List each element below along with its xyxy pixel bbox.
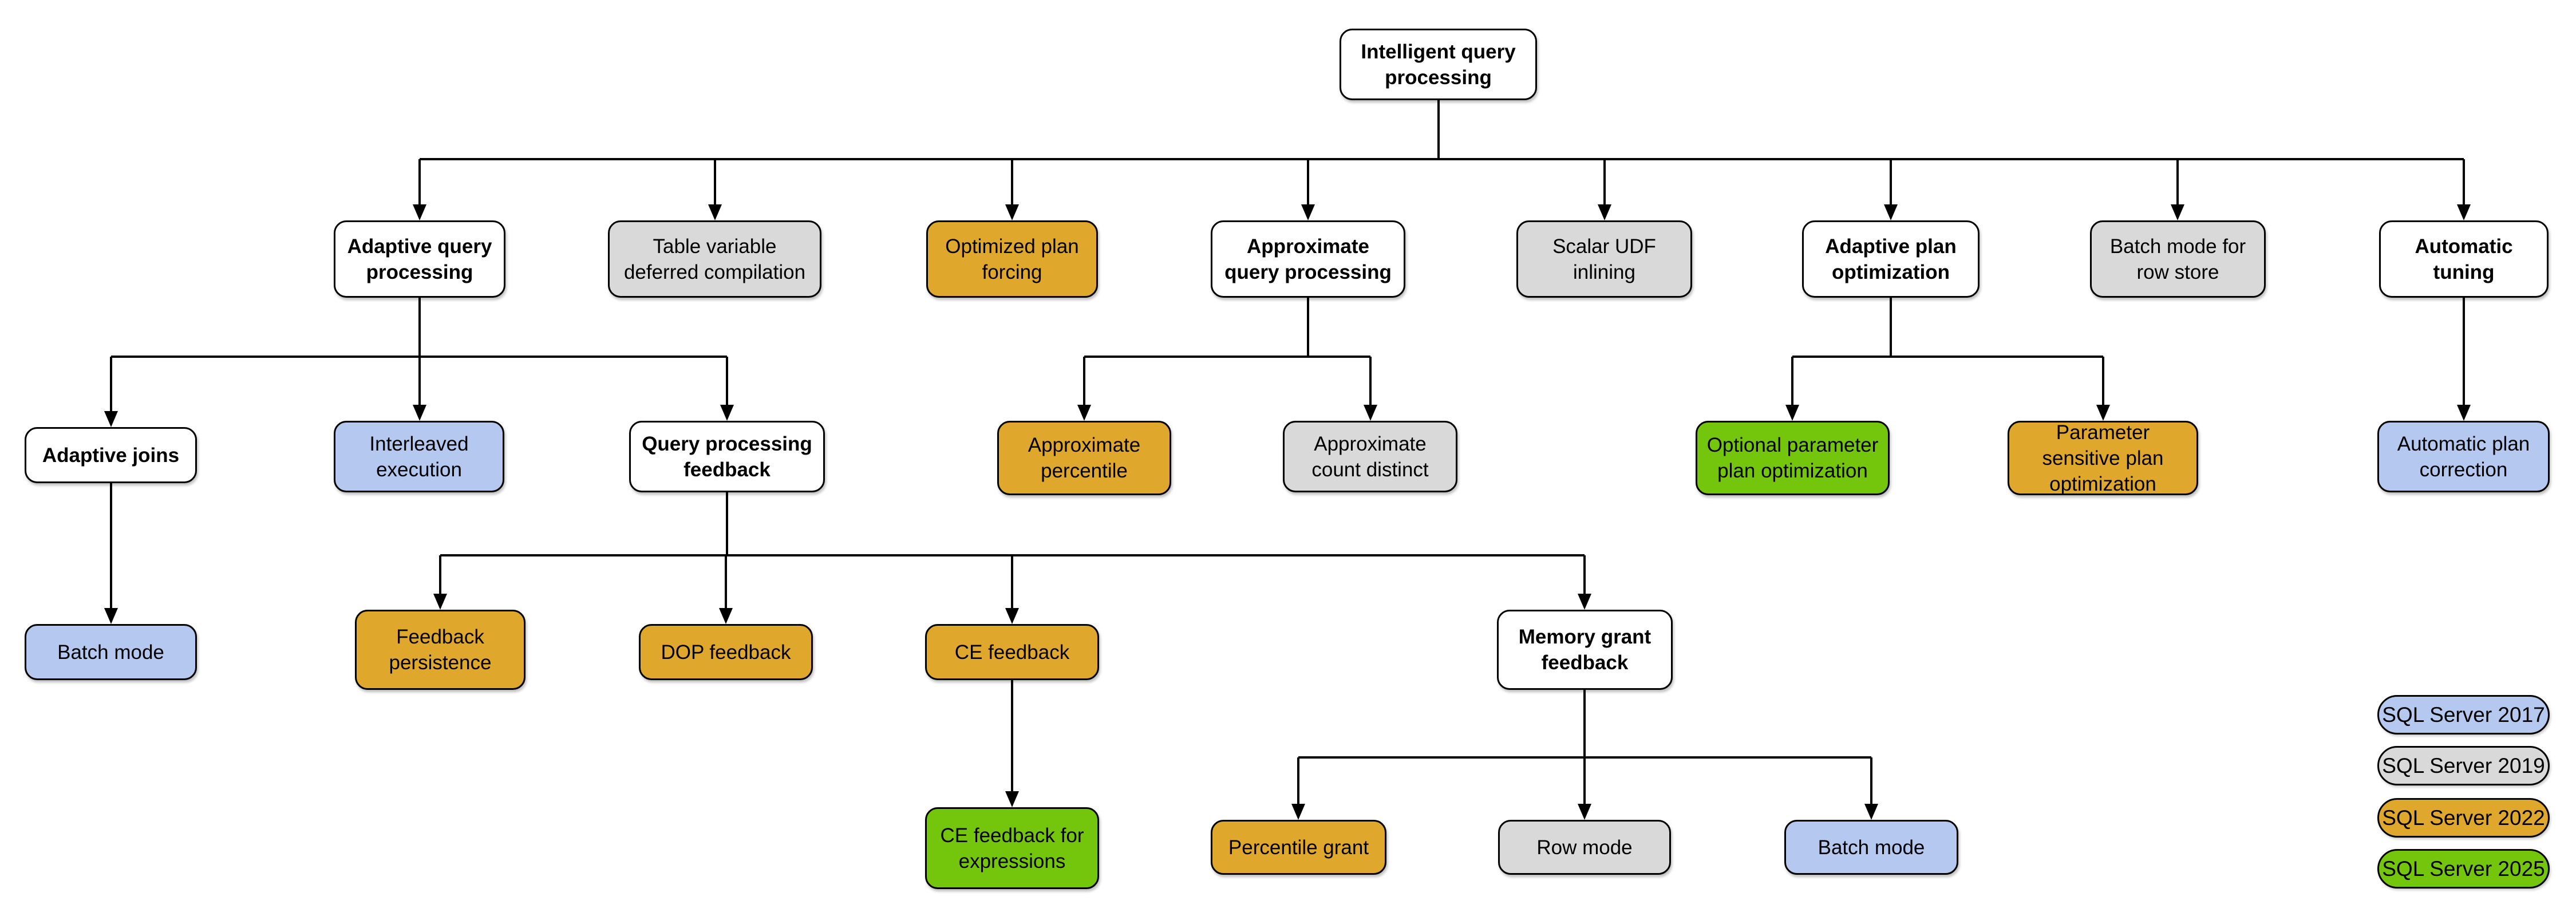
node-ce-feedback-for-expressions: CE feedback for expressions bbox=[925, 807, 1099, 889]
node-label: Batch mode bbox=[57, 641, 164, 664]
node-intelligent-query-processing: Intelligent query processing bbox=[1340, 29, 1537, 100]
node-automatic-tuning: Automatic tuning bbox=[2379, 220, 2549, 298]
arrowhead bbox=[104, 411, 118, 427]
node-label: Memory grant feedback bbox=[1518, 626, 1652, 674]
node-batch-mode-memory-grant: Batch mode bbox=[1784, 820, 1958, 875]
node-label: Adaptive query processing bbox=[347, 235, 492, 283]
node-adaptive-joins: Adaptive joins bbox=[25, 427, 197, 483]
node-percentile-grant: Percentile grant bbox=[1211, 820, 1386, 875]
arrowhead bbox=[1005, 791, 1019, 807]
node-label: Approximate percentile bbox=[1028, 434, 1141, 482]
node-adaptive-plan-optimization: Adaptive plan optimization bbox=[1802, 220, 1980, 298]
node-label: Scalar UDF inlining bbox=[1552, 235, 1656, 283]
node-label: Table variable deferred compilation bbox=[623, 235, 806, 283]
legend-label: SQL Server 2017 bbox=[2382, 702, 2545, 727]
arrowhead bbox=[1884, 204, 1898, 220]
node-scalar-udf-inlining: Scalar UDF inlining bbox=[1516, 220, 1692, 298]
node-label: Percentile grant bbox=[1228, 836, 1369, 859]
node-table-variable-deferred-compilation: Table variable deferred compilation bbox=[608, 220, 821, 298]
legend-sql-server-2019: SQL Server 2019 bbox=[2377, 746, 2550, 785]
arrowhead bbox=[1578, 594, 1591, 610]
node-interleaved-execution: Interleaved execution bbox=[334, 421, 504, 492]
node-ce-feedback: CE feedback bbox=[925, 624, 1099, 680]
node-adaptive-query-processing: Adaptive query processing bbox=[334, 220, 505, 298]
arrowhead bbox=[413, 405, 426, 421]
node-approximate-query-processing: Approximate query processing bbox=[1211, 220, 1405, 298]
arrowhead bbox=[1077, 405, 1091, 421]
arrowhead bbox=[2457, 204, 2471, 220]
node-label: Intelligent query processing bbox=[1361, 40, 1516, 89]
node-label: Adaptive joins bbox=[42, 444, 180, 467]
node-label: Row mode bbox=[1536, 836, 1633, 859]
arrowhead bbox=[1598, 204, 1611, 220]
node-row-mode: Row mode bbox=[1498, 820, 1671, 875]
arrowhead bbox=[413, 204, 426, 220]
node-batch-mode-for-row-store: Batch mode for row store bbox=[2090, 220, 2266, 298]
arrowhead bbox=[1785, 405, 1799, 421]
arrowhead bbox=[1291, 804, 1305, 820]
arrowhead bbox=[1301, 204, 1315, 220]
node-label: Approximate count distinct bbox=[1311, 432, 1429, 481]
legend-label: SQL Server 2019 bbox=[2382, 753, 2545, 777]
node-parameter-sensitive-plan-optimization: Parameter sensitive plan optimization bbox=[2008, 421, 2198, 495]
arrowhead bbox=[2457, 405, 2471, 421]
node-memory-grant-feedback: Memory grant feedback bbox=[1497, 610, 1673, 690]
node-label: Approximate query processing bbox=[1224, 235, 1392, 283]
node-approximate-percentile: Approximate percentile bbox=[997, 421, 1171, 495]
arrowhead bbox=[1364, 405, 1377, 421]
legend-sql-server-2025: SQL Server 2025 bbox=[2377, 849, 2550, 889]
node-feedback-persistence: Feedback persistence bbox=[355, 610, 526, 690]
node-optional-parameter-plan-optimization: Optional parameter plan optimization bbox=[1696, 421, 1890, 495]
legend-label: SQL Server 2025 bbox=[2382, 856, 2545, 881]
legend-sql-server-2022: SQL Server 2022 bbox=[2377, 798, 2550, 838]
arrowhead bbox=[720, 405, 734, 421]
arrowhead bbox=[104, 608, 118, 624]
node-label: Optimized plan forcing bbox=[945, 235, 1079, 283]
node-label: Optional parameter plan optimization bbox=[1706, 434, 1879, 482]
arrowhead bbox=[708, 204, 722, 220]
node-label: CE feedback bbox=[954, 641, 1070, 664]
arrowhead bbox=[719, 608, 733, 624]
node-query-processing-feedback: Query processing feedback bbox=[629, 421, 825, 492]
node-approximate-count-distinct: Approximate count distinct bbox=[1283, 421, 1457, 492]
node-dop-feedback: DOP feedback bbox=[639, 624, 813, 680]
node-label: Automatic tuning bbox=[2415, 235, 2513, 283]
legend-sql-server-2017: SQL Server 2017 bbox=[2377, 695, 2550, 735]
arrowhead bbox=[1005, 204, 1019, 220]
node-label: Adaptive plan optimization bbox=[1825, 235, 1957, 283]
node-label: Interleaved execution bbox=[369, 432, 469, 481]
arrowhead bbox=[433, 594, 447, 610]
node-batch-mode-adaptive-joins: Batch mode bbox=[25, 624, 197, 680]
node-label: Automatic plan correction bbox=[2397, 432, 2530, 481]
node-label: Batch mode for row store bbox=[2109, 235, 2246, 283]
node-label: Feedback persistence bbox=[389, 626, 492, 674]
legend-label: SQL Server 2022 bbox=[2382, 806, 2545, 830]
node-optimized-plan-forcing: Optimized plan forcing bbox=[926, 220, 1098, 298]
arrowhead bbox=[1864, 804, 1878, 820]
node-label: Query processing feedback bbox=[642, 432, 812, 481]
arrowhead bbox=[1578, 804, 1591, 820]
node-label: Parameter sensitive plan optimization bbox=[2042, 421, 2164, 495]
node-label: Batch mode bbox=[1818, 836, 1925, 859]
arrowhead bbox=[1005, 608, 1019, 624]
arrowhead bbox=[2171, 204, 2184, 220]
node-automatic-plan-correction: Automatic plan correction bbox=[2377, 421, 2550, 492]
arrowhead bbox=[2096, 405, 2110, 421]
node-label: DOP feedback bbox=[661, 641, 791, 664]
node-label: CE feedback for expressions bbox=[940, 824, 1084, 872]
